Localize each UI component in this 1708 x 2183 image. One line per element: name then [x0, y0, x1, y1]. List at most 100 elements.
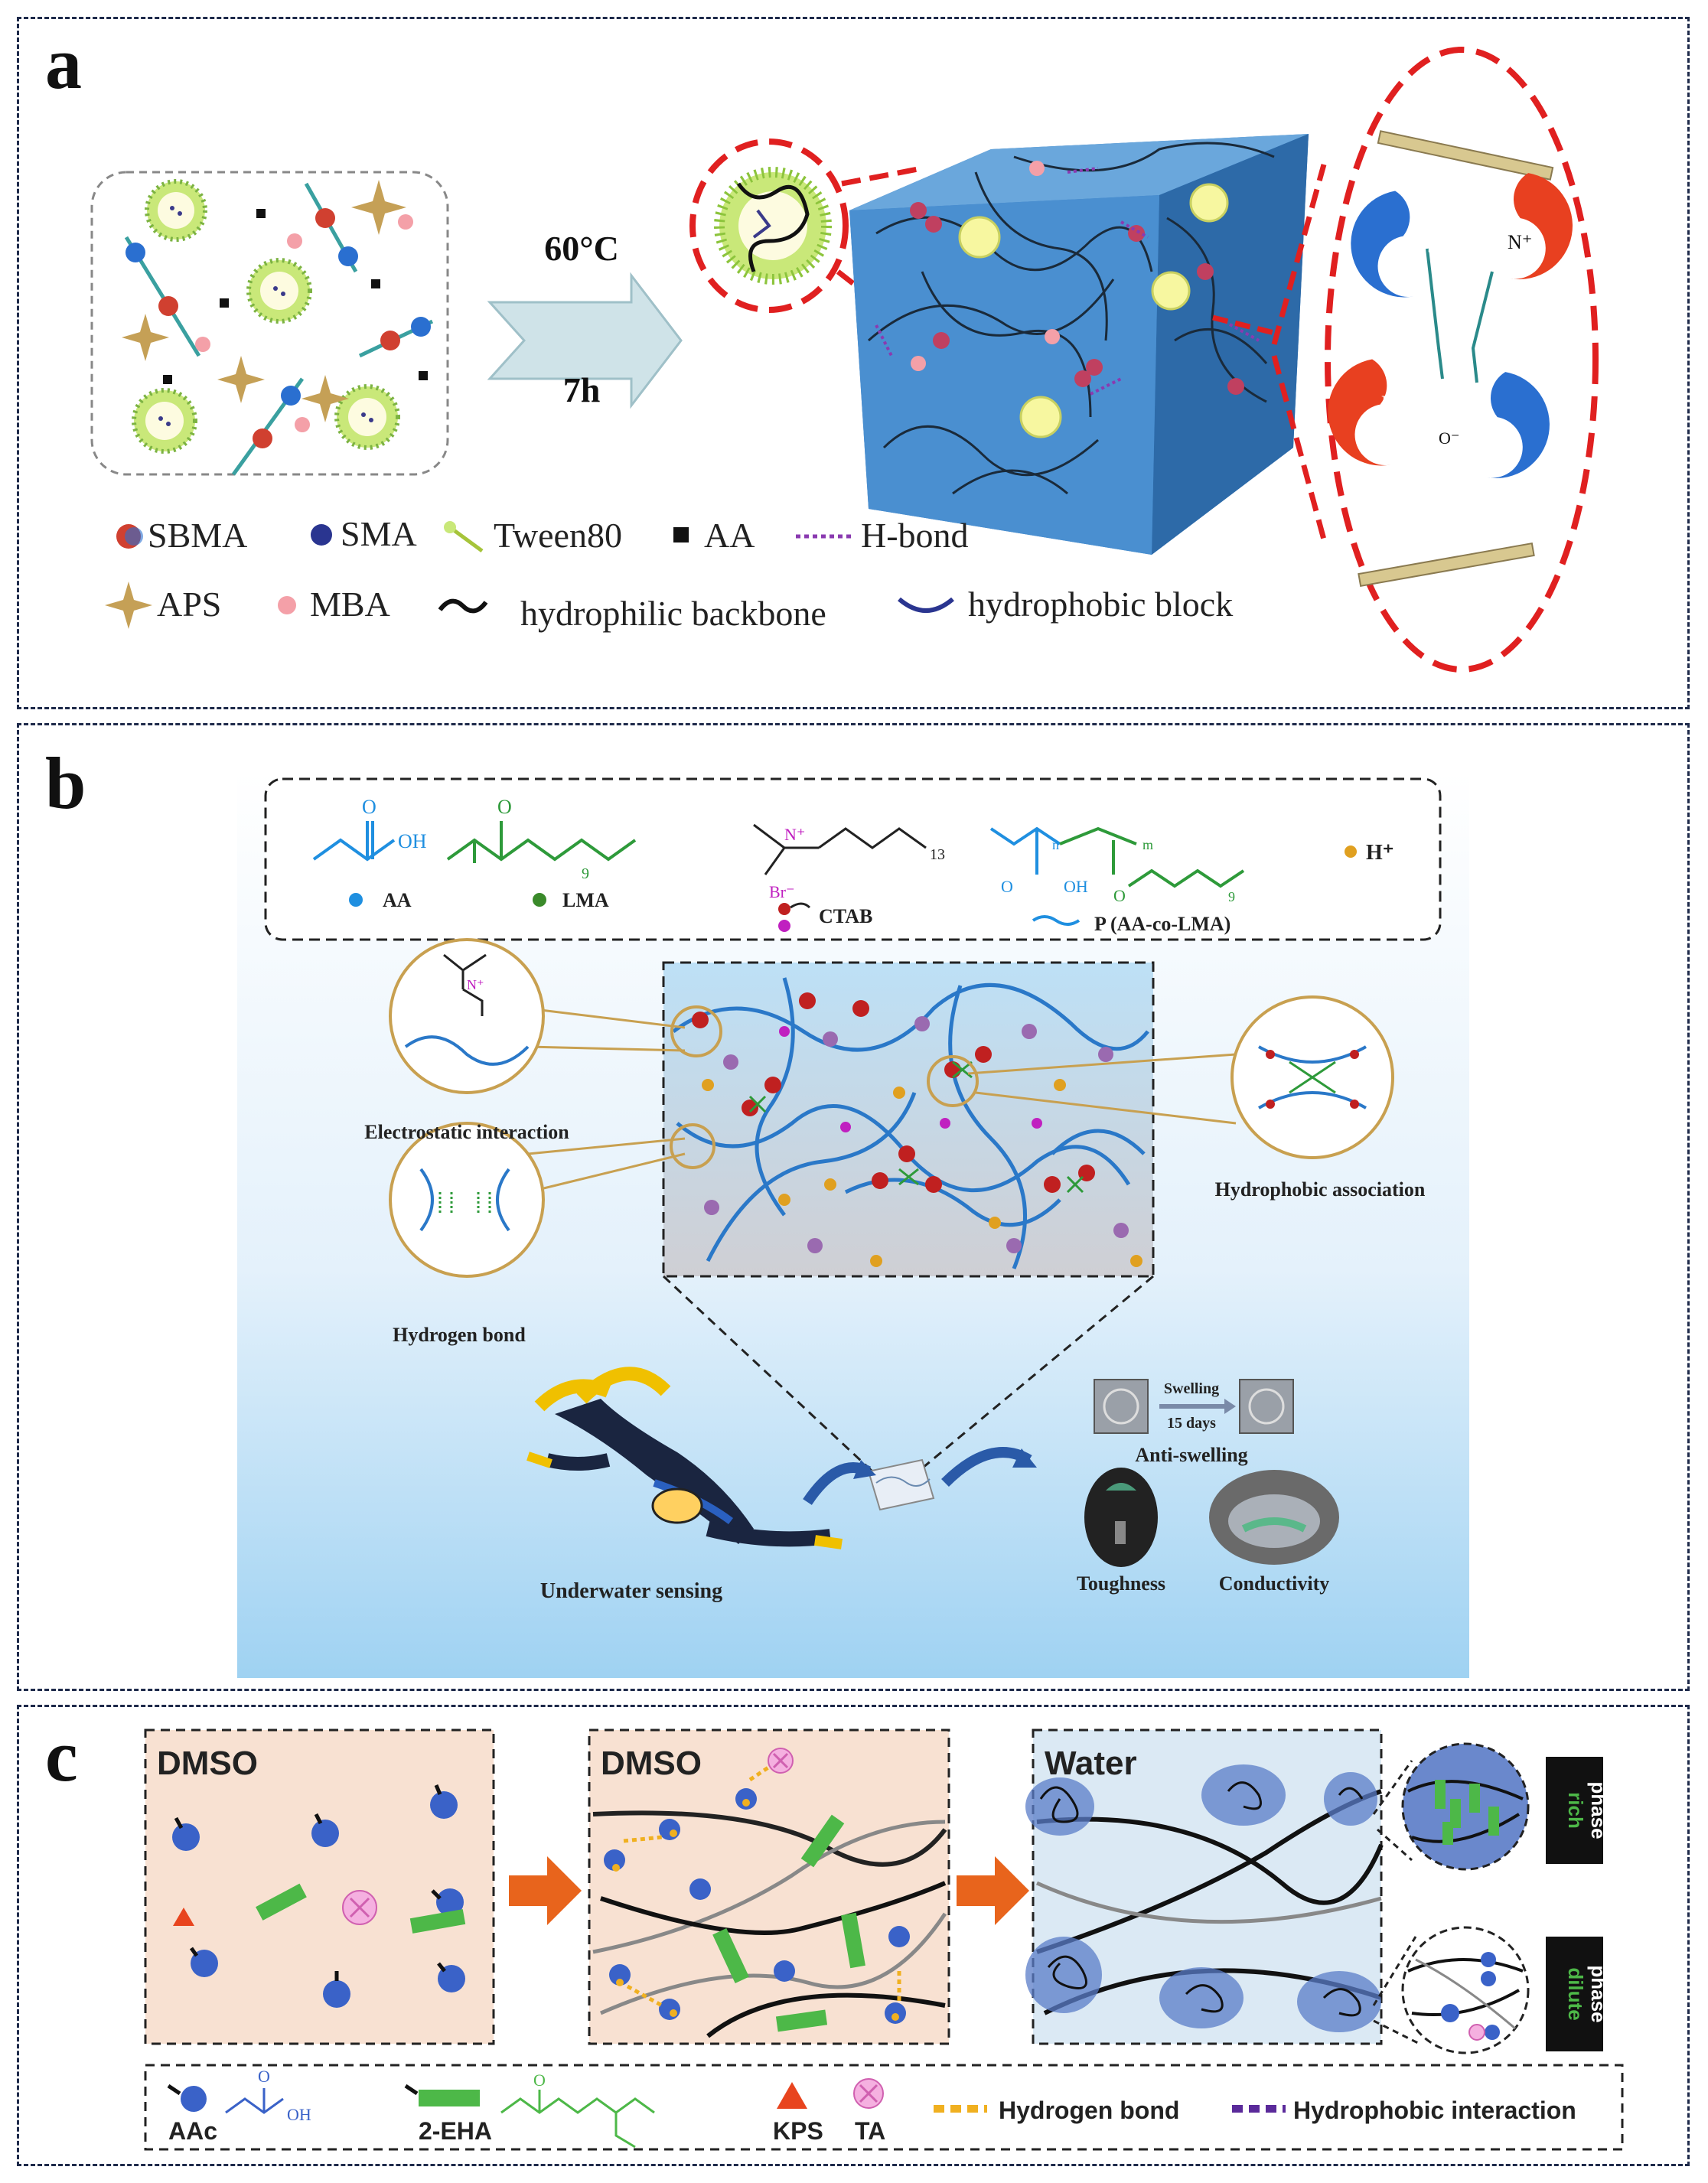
- legend-c-items: AAc O OH 2-EHA O KPS TA Hydrogen bond Hy…: [167, 2067, 1576, 2149]
- chem-o: O: [1423, 200, 1438, 223]
- label-ctab: CTAB: [819, 905, 872, 927]
- diver-figure: [526, 1367, 843, 1549]
- chem-ominus-2: O⁻: [1439, 428, 1460, 448]
- chem-ctab: [753, 823, 927, 875]
- chem-nplus-2: N⁺: [1381, 392, 1406, 414]
- chem-cop-o2: O: [1113, 886, 1126, 905]
- chem-ctab-sub: 13: [930, 846, 945, 863]
- network-beads: [692, 992, 1142, 1267]
- gel-piece: [867, 1458, 935, 1511]
- legend-hbond: H-bond: [861, 516, 969, 555]
- chem-aa-oh: OH: [398, 830, 427, 852]
- panel-b-diagram: O OH AA O 9 LMA N⁺ Br⁻ 13 CTAB O OH O n …: [237, 771, 1469, 1678]
- dilute-word: dilute: [1564, 1967, 1587, 2020]
- rich-phase-word: phase: [1587, 1781, 1610, 1839]
- label-15days: 15 days: [1167, 1415, 1216, 1432]
- legend-mba: MBA: [310, 585, 390, 624]
- legend-aa: AA: [704, 516, 755, 555]
- legend-aac-o: O: [258, 2067, 270, 2086]
- chem-cop-sub: 9: [1228, 889, 1235, 904]
- network-box: [662, 961, 1155, 1278]
- panel-a: a 60°C 7h: [17, 17, 1690, 709]
- label-copolymer: P (AA-co-LMA): [1094, 913, 1230, 935]
- mba-dots: [195, 214, 413, 432]
- chem-lma: [446, 821, 637, 863]
- reaction-arrow: [487, 272, 683, 409]
- legend-hydrophobic-c: Hydrophobic interaction: [1293, 2097, 1576, 2124]
- label-lma: LMA: [562, 889, 609, 911]
- chem-ominus: O⁻: [1452, 226, 1473, 245]
- legend-aps: APS: [157, 585, 221, 624]
- aa-squares: [163, 209, 428, 384]
- panel-a-diagram: 60°C 7h: [90, 47, 1599, 673]
- chem-o-2: O: [1500, 445, 1514, 468]
- chem-copolymer: [989, 826, 1061, 875]
- legend-block: hydrophobic block: [968, 585, 1233, 624]
- legend-sbma: SBMA: [148, 516, 247, 555]
- dilute-phase-tag: [1546, 1937, 1603, 2051]
- panel-letter-b: b: [45, 742, 86, 824]
- hydrogel-cube: [849, 134, 1309, 555]
- label-electrostatic: Electrostatic interaction: [364, 1121, 569, 1143]
- panel-letter-c: c: [45, 1715, 78, 1797]
- chem-ctab-n: N⁺: [784, 825, 806, 844]
- legend-2eha-o: O: [533, 2071, 546, 2090]
- legend-a-row1: SBMA SMA Tween80 AA H-bond: [116, 514, 969, 555]
- panel-b: b O OH AA O 9 LMA N⁺ Br⁻ 13 CTAB: [17, 723, 1690, 1691]
- box-dmso-1-label: DMSO: [157, 1745, 258, 1782]
- water-aggregates: [1025, 1764, 1381, 2032]
- network-chains: [672, 977, 1149, 1269]
- box-dmso-2-label: DMSO: [601, 1745, 702, 1782]
- box1-monomers: [172, 1784, 466, 2008]
- legend-sma: SMA: [341, 514, 417, 553]
- label-hplus: H⁺: [1366, 841, 1394, 865]
- chem-cop-o: O: [1001, 877, 1013, 896]
- zoom-electrostatic: [389, 938, 545, 1094]
- label-conductivity: Conductivity: [1219, 1572, 1329, 1595]
- aps-stars: [122, 180, 406, 422]
- legend-aac: AAc: [168, 2117, 217, 2145]
- chem-lma-o: O: [497, 796, 512, 818]
- chem-legend-box: [264, 777, 1442, 941]
- legend-tween80: Tween80: [494, 516, 622, 555]
- chem-cop-n: n: [1052, 837, 1059, 852]
- box-dmso-2: [588, 1728, 950, 2045]
- micelle-group: [132, 179, 400, 454]
- zwitterion-diagram: O S O⁻ N⁺ N⁺ S O⁻ O: [1328, 130, 1573, 588]
- box-water-label: Water: [1045, 1745, 1137, 1782]
- legend-aac-oh: OH: [287, 2105, 311, 2124]
- zoom-rich: [1401, 1742, 1530, 1871]
- panel-c-diagram: DMSO DMSO Water: [144, 1728, 1624, 2151]
- label-underwater: Underwater sensing: [540, 1579, 722, 1603]
- label-hydrophobic: Hydrophobic association: [1215, 1178, 1426, 1201]
- panel-letter-a: a: [45, 22, 82, 104]
- monomer-group: [124, 182, 434, 476]
- label-hydrogen-bond: Hydrogen bond: [393, 1324, 526, 1346]
- panel-c: c DMSO DMSO: [17, 1705, 1690, 2166]
- chem-ctab-br: Br⁻: [769, 882, 795, 901]
- label-toughness: Toughness: [1077, 1572, 1165, 1595]
- box-dmso-1: [144, 1728, 495, 2045]
- chem-cop-oh: OH: [1064, 877, 1088, 896]
- legend-hbond-c: Hydrogen bond: [999, 2097, 1179, 2124]
- chem-lma-sub: 9: [582, 865, 589, 882]
- chem-cop-m: m: [1142, 837, 1153, 852]
- zoom-n: N⁺: [467, 977, 484, 992]
- chem-s-2: S: [1477, 419, 1488, 441]
- chem-nplus: N⁺: [1508, 231, 1533, 253]
- arrow-c2: [957, 1856, 1029, 1925]
- legend-ta: TA: [855, 2117, 885, 2145]
- condition-time: 7h: [563, 370, 601, 409]
- chem-s: S: [1427, 235, 1438, 257]
- arrow-c1: [509, 1856, 582, 1925]
- dilute-phase-word: phase: [1587, 1965, 1610, 2022]
- legend-a-row2: APS MBA hydrophilic backbone hydrophobic…: [105, 582, 1233, 633]
- legend-kps: KPS: [773, 2117, 823, 2145]
- label-antiswelling: Anti-swelling: [1135, 1444, 1247, 1466]
- legend-2eha: 2-EHA: [419, 2117, 492, 2145]
- legend-c-box: [144, 2064, 1624, 2151]
- legend-backbone: hydrophilic backbone: [520, 594, 826, 633]
- label-swelling: Swelling: [1164, 1380, 1219, 1397]
- label-aa: AA: [383, 889, 412, 911]
- condition-temp: 60°C: [544, 229, 619, 268]
